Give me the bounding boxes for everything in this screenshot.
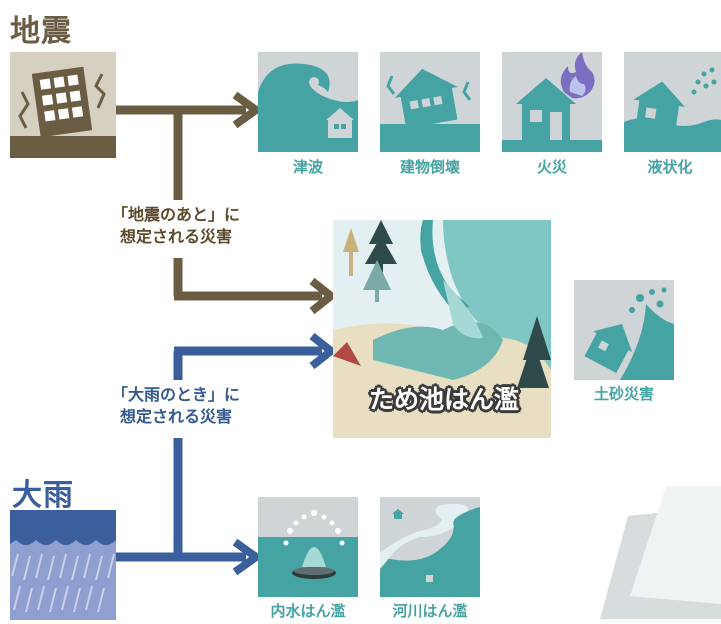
- note-line: 想定される災害: [119, 407, 232, 426]
- river-flood-label: 河川はん濫: [392, 602, 468, 620]
- heavy-rain-title: 大雨: [12, 478, 74, 513]
- note-line: 「地震のあと」に: [111, 205, 240, 224]
- river-flood-icon: [380, 497, 480, 597]
- inland-flood-tile: [258, 497, 358, 597]
- river-flood-tile: [380, 497, 480, 597]
- landslide-tile: [574, 280, 674, 380]
- collapsing-building-icon: [10, 52, 116, 158]
- tsunami-icon: [258, 52, 358, 152]
- earthquake-title: 地震: [10, 14, 72, 49]
- reservoir-flood-illustration: [333, 220, 551, 438]
- tsunami-tile: [258, 52, 358, 152]
- inland-flood-label: 内水はん濫: [270, 602, 346, 620]
- reservoir-flood-tile: [333, 220, 551, 438]
- building-collapse-tile: [380, 52, 480, 152]
- tsunami-label: 津波: [292, 158, 323, 176]
- note-line: 「大雨のとき」に: [111, 385, 240, 404]
- after-earthquake-note: 「地震のあと」に 想定される災害: [92, 204, 260, 248]
- fire-icon: [502, 52, 602, 152]
- liquefaction-label: 液状化: [647, 158, 693, 176]
- paper-decoration: [600, 486, 721, 619]
- building-collapse-label: 建物倒壊: [399, 158, 460, 176]
- fire-label: 火災: [536, 158, 567, 176]
- landslide-label: 土砂災害: [593, 385, 654, 403]
- rain-cloud-icon: [10, 510, 116, 620]
- heavy-rain-source-tile: [10, 510, 116, 620]
- inland-flood-icon: [258, 497, 358, 597]
- earthquake-source-tile: [10, 52, 116, 158]
- liquefaction-tile: [624, 52, 721, 152]
- building-collapse-icon: [380, 52, 480, 152]
- during-rain-note: 「大雨のとき」に 想定される災害: [92, 384, 260, 428]
- reservoir-flood-label: ため池はん濫: [368, 385, 519, 414]
- landslide-icon: [574, 280, 674, 380]
- fire-tile: [502, 52, 602, 152]
- liquefaction-icon: [624, 52, 721, 152]
- note-line: 想定される災害: [119, 227, 232, 246]
